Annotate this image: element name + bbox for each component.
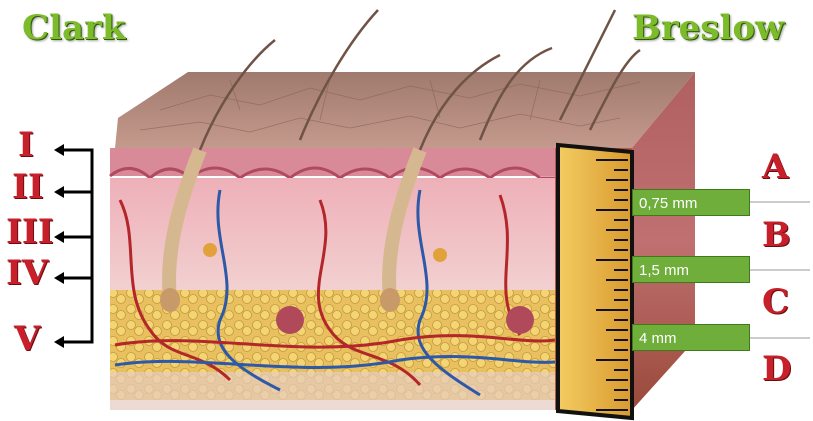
breslow-level-c: C bbox=[762, 285, 789, 319]
breslow-level-d: D bbox=[762, 352, 791, 386]
breslow-ruler bbox=[558, 145, 632, 418]
breslow-level-a: A bbox=[762, 150, 788, 184]
depth-label-4mm: 4 mm bbox=[632, 324, 750, 351]
depth-label-0-75mm: 0,75 mm bbox=[632, 189, 750, 216]
clark-level-ii: II bbox=[12, 170, 44, 204]
clark-title: Clark bbox=[22, 8, 125, 48]
breslow-title: Breslow bbox=[632, 8, 784, 48]
clark-level-i: I bbox=[18, 128, 34, 162]
clark-bracket bbox=[58, 150, 92, 342]
clark-level-iii: III bbox=[6, 215, 54, 249]
breslow-level-b: B bbox=[762, 218, 791, 252]
clark-arrowheads bbox=[54, 144, 64, 348]
skin-surface bbox=[115, 72, 695, 148]
clark-level-v: V bbox=[14, 322, 40, 356]
clark-level-iv: IV bbox=[6, 256, 48, 290]
depth-label-1-5mm: 1,5 mm bbox=[632, 256, 750, 283]
